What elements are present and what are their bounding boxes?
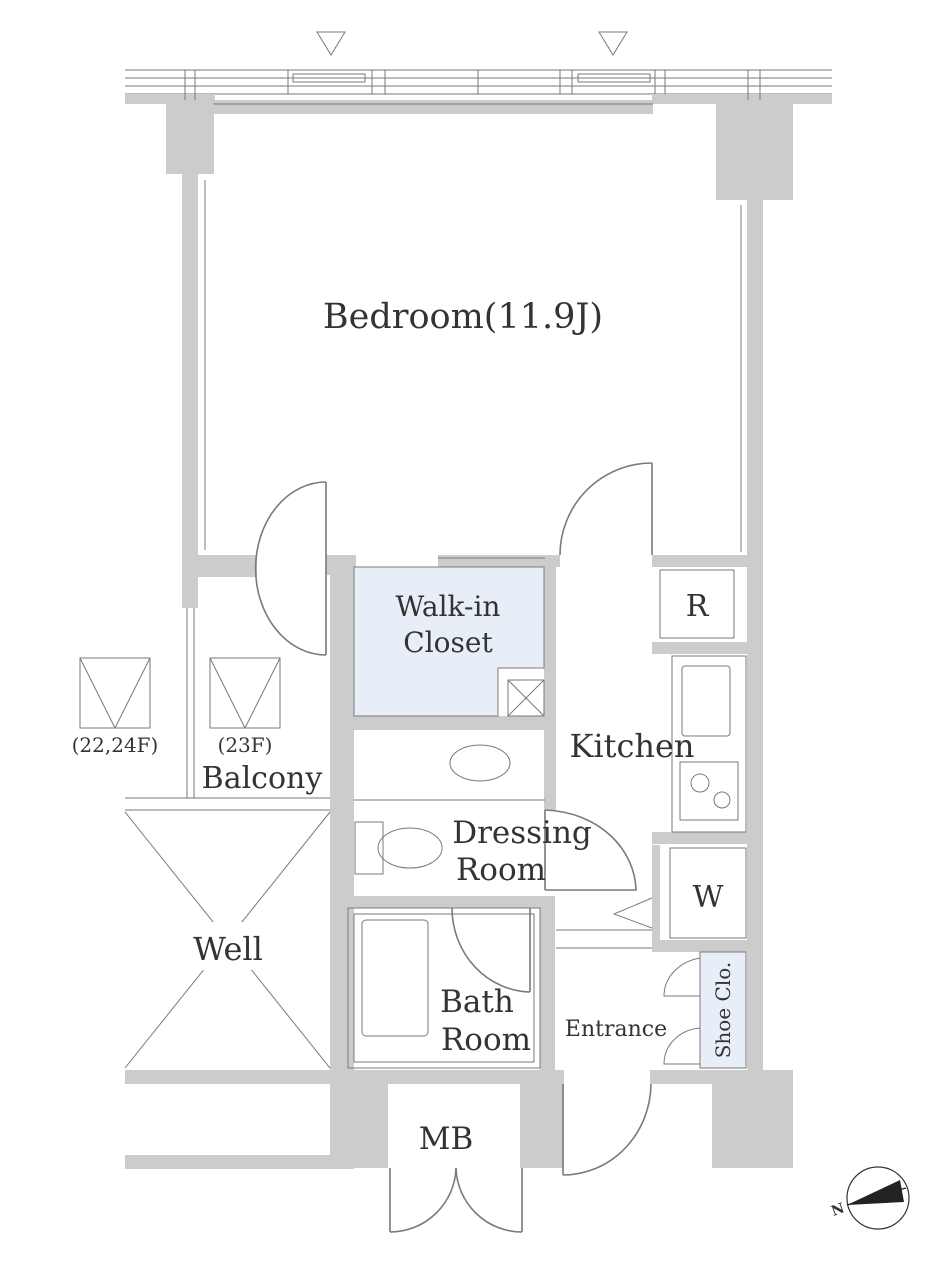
sink [449,744,511,782]
meter-box-label: MB [419,1121,474,1157]
walkin-closet-label-line1: Walk-in [396,590,501,623]
toilet [354,821,443,875]
kitchen-label: Kitchen [569,727,694,765]
window-marker-left [316,31,346,56]
bath-room-label-line2: Room [441,1022,531,1058]
walkin-closet-floor [353,566,545,717]
bedroom-kitchen-door[interactable] [559,462,653,556]
ac-unit-23f [209,657,281,730]
floor-note-23f: (23F) [218,733,273,757]
pipe-shaft [507,679,545,717]
bathtub [347,907,541,1069]
bedroom-label: Bedroom(11.9J) [323,297,603,337]
washer-label: W [693,880,724,915]
refrigerator-space [659,569,735,639]
walkin-closet-label-line2: Closet [403,626,493,659]
shoe-closet-doors[interactable] [663,957,701,1065]
dressing-room-label-line2: Room [456,852,546,888]
shoe-closet [699,951,747,1069]
meter-box-doors[interactable] [389,1167,523,1233]
balcony-label: Balcony [202,761,323,796]
entrance-door[interactable] [562,1083,652,1176]
window-marker-right [598,31,628,56]
top-window-frame [125,69,832,114]
entrance-label: Entrance [565,1017,667,1042]
bath-room-label-line1: Bath [440,984,514,1020]
floor-note-22-24f: (22,24F) [72,733,159,757]
balcony-door[interactable] [254,481,327,656]
compass-icon [846,1166,910,1230]
washer-space [669,847,747,939]
compass-north-label: N [829,1200,847,1219]
light-well [124,811,331,1069]
ac-unit-22-24f [79,657,151,730]
dressing-room-door[interactable] [544,809,637,891]
dressing-room-label-line1: Dressing [452,815,592,851]
refrigerator-label: R [686,589,710,624]
shoe-closet-label: Shoe Clo. [711,962,735,1059]
walls [125,104,793,1169]
well-label: Well [193,930,263,968]
kitchen-counter [671,655,747,833]
bath-door[interactable] [451,907,531,993]
